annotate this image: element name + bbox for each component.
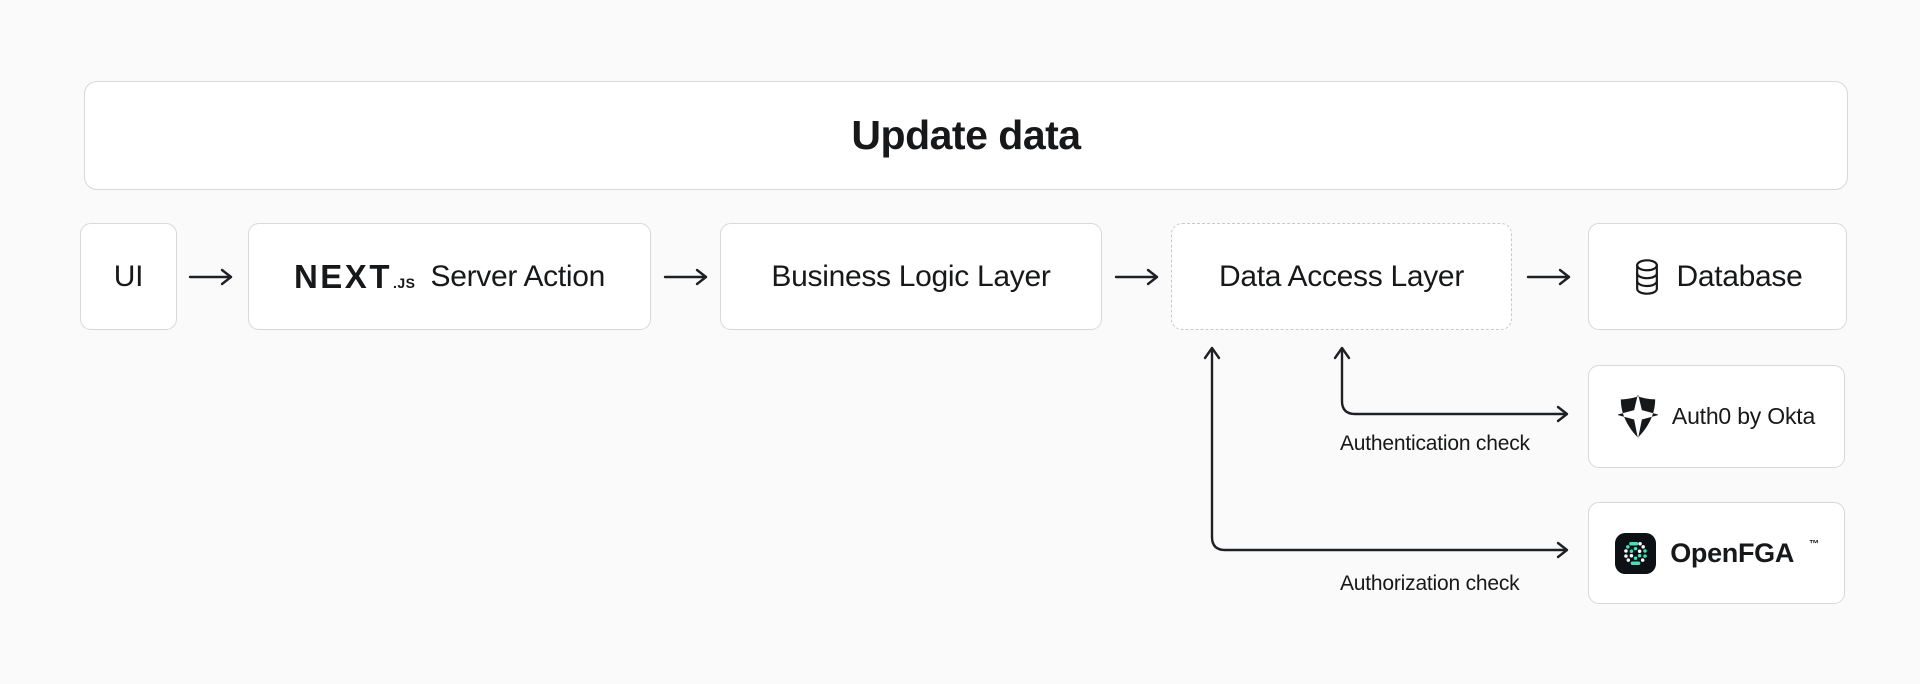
arrow-authorization-check	[1203, 346, 1569, 559]
authorization-check-label: Authorization check	[1340, 572, 1520, 595]
node-ui: UI	[80, 223, 177, 330]
auth0-shield-icon	[1617, 394, 1658, 439]
node-server-action: NEXT.JS Server Action	[248, 223, 651, 330]
node-business-logic-label: Business Logic Layer	[771, 259, 1051, 293]
node-data-access-label: Data Access Layer	[1218, 259, 1465, 293]
node-business-logic-layer: Business Logic Layer	[720, 223, 1102, 330]
node-data-access-layer: Data Access Layer	[1171, 223, 1512, 330]
nextjs-logo: NEXT.JS	[294, 258, 416, 296]
node-database-label: Database	[1676, 259, 1803, 293]
node-server-action-label: Server Action	[430, 259, 606, 293]
arrow-ui-to-server-action	[188, 268, 233, 286]
arrow-data-access-to-database	[1526, 268, 1571, 286]
diagram-title: Update data	[851, 112, 1081, 158]
node-openfga-label: OpenFGA	[1670, 537, 1795, 568]
openfga-icon	[1615, 532, 1657, 574]
node-ui-label: UI	[113, 259, 144, 293]
node-auth0: Auth0 by Okta	[1588, 365, 1845, 468]
node-openfga: OpenFGA ™	[1588, 502, 1845, 604]
title-box: Update data	[84, 81, 1848, 190]
nextjs-logo-suffix: .JS	[392, 274, 416, 291]
nextjs-logo-word: NEXT	[293, 257, 392, 295]
arrow-authentication-check	[1333, 346, 1569, 423]
arrow-server-action-to-business-logic	[663, 268, 708, 286]
arrow-business-logic-to-data-access	[1114, 268, 1159, 286]
node-auth0-label: Auth0 by Okta	[1671, 403, 1816, 429]
database-icon	[1636, 258, 1659, 295]
node-database: Database	[1588, 223, 1847, 330]
authentication-check-label: Authentication check	[1340, 432, 1530, 455]
openfga-trademark: ™	[1809, 538, 1819, 550]
